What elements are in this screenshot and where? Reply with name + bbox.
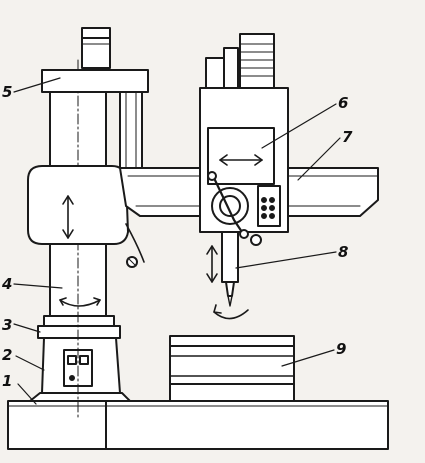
- callout-9: 9: [336, 340, 346, 358]
- callout-7: 7: [342, 128, 353, 146]
- callout-6: 6: [338, 94, 348, 112]
- callout-2: 2: [2, 346, 12, 364]
- leader-lines: [13, 77, 341, 405]
- callout-3: 3: [2, 316, 12, 334]
- callout-5: 5: [2, 83, 12, 101]
- callout-8: 8: [338, 243, 348, 261]
- spindle: [206, 231, 249, 320]
- base-plate: [7, 400, 389, 450]
- arm-carriage: [27, 165, 145, 268]
- drill-head: [199, 33, 289, 246]
- column-top-cap: [41, 27, 149, 169]
- callout-4: 4: [1, 275, 12, 293]
- callout-1: 1: [2, 372, 12, 390]
- worktable: [169, 335, 295, 402]
